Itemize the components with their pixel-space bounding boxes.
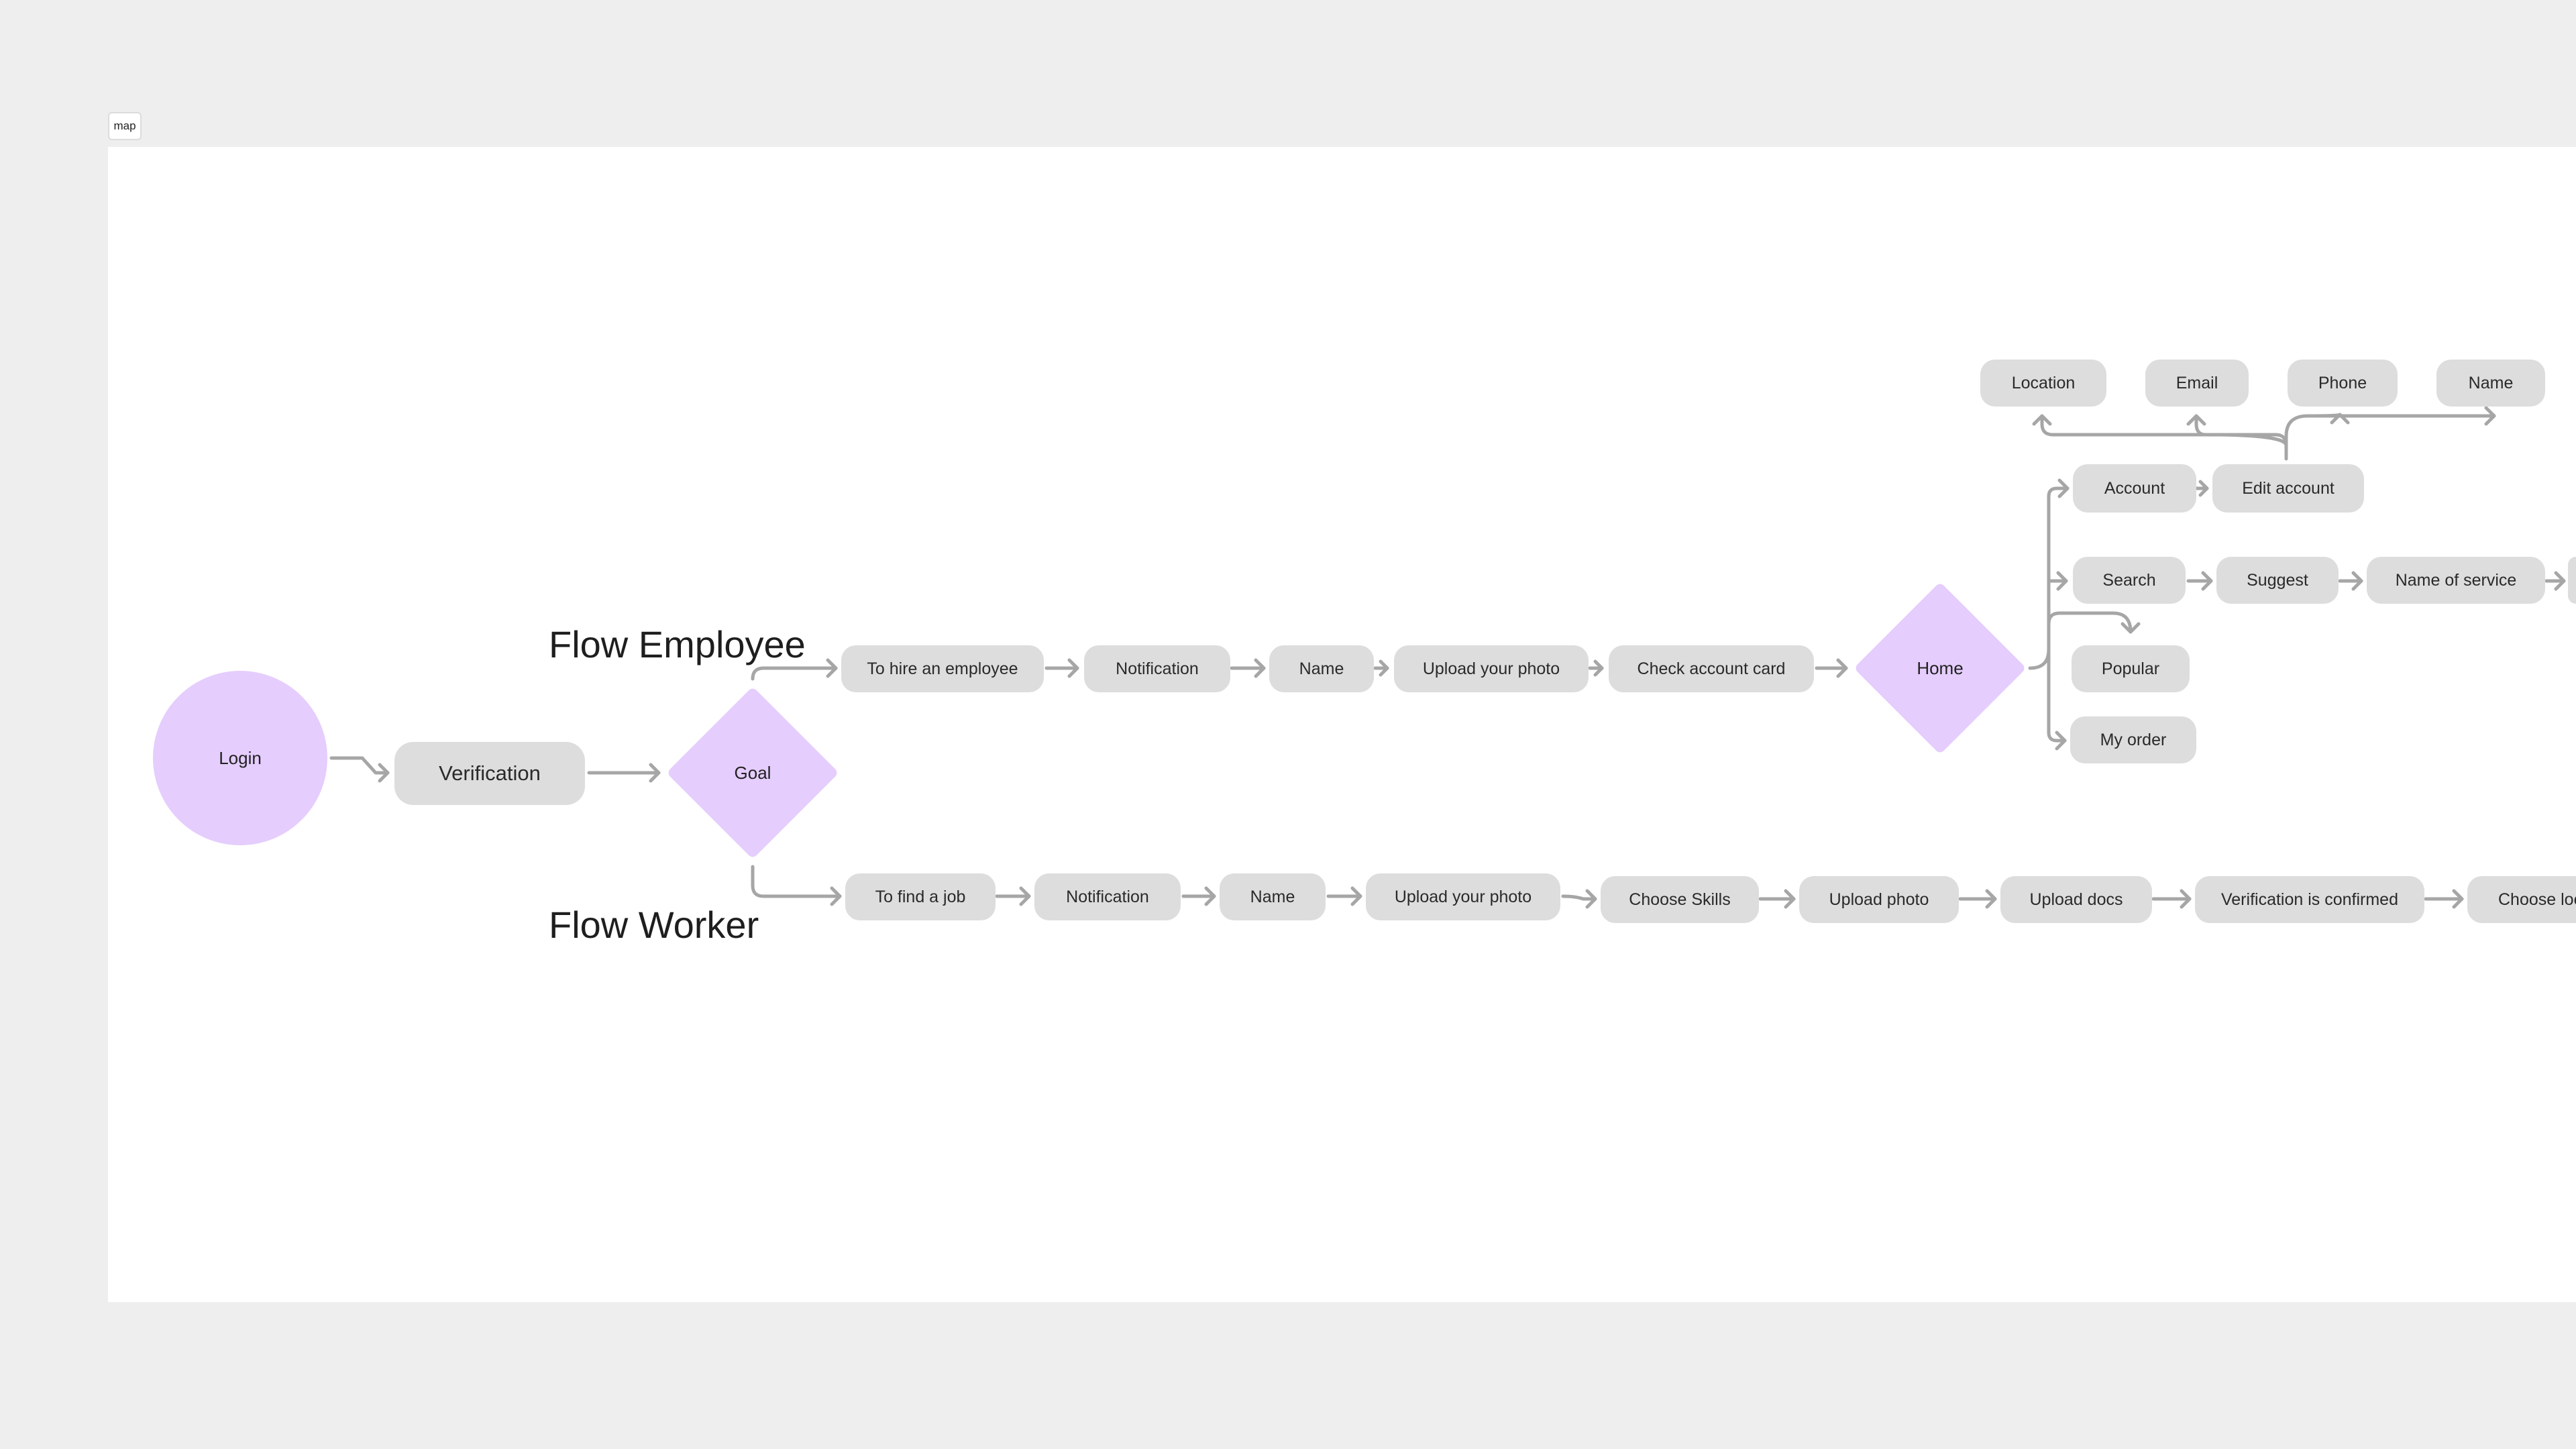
frame-label[interactable]: map: [108, 112, 142, 140]
name-field-node[interactable]: Name: [2436, 360, 2545, 407]
name-of-service-node[interactable]: Name of service: [2367, 557, 2545, 604]
search-node[interactable]: Search: [2073, 557, 2186, 604]
employee-notification-node[interactable]: Notification: [1084, 645, 1230, 692]
edit-account-node[interactable]: Edit account: [2212, 464, 2364, 513]
choose-skills-node[interactable]: Choose Skills: [1601, 876, 1759, 923]
employee-name-node[interactable]: Name: [1269, 645, 1374, 692]
home-node[interactable]: Home: [1853, 581, 2027, 755]
suggest-node[interactable]: Suggest: [2216, 557, 2339, 604]
my-order-node[interactable]: My order: [2070, 716, 2196, 763]
goal-node[interactable]: Goal: [665, 686, 840, 860]
worker-upload-photo-node[interactable]: Upload your photo: [1366, 873, 1560, 920]
popular-node[interactable]: Popular: [2072, 645, 2190, 692]
email-field-node[interactable]: Email: [2145, 360, 2249, 407]
location-field-node[interactable]: Location: [1980, 360, 2106, 407]
arrowheads: [378, 406, 2566, 909]
employee-upload-photo-node[interactable]: Upload your photo: [1394, 645, 1589, 692]
home-label: Home: [1917, 657, 1964, 678]
flow-worker-title: Flow Worker: [549, 904, 759, 946]
goal-label: Goal: [734, 762, 771, 783]
worker-notification-node[interactable]: Notification: [1034, 873, 1181, 920]
choose-location-node[interactable]: Choose location: [2467, 876, 2576, 923]
connector-login-verification: [329, 756, 390, 775]
upload-photo-node[interactable]: Upload photo: [1799, 876, 1959, 923]
check-account-card-node[interactable]: Check account card: [1609, 645, 1814, 692]
phone-field-node[interactable]: Phone: [2288, 360, 2398, 407]
hire-employee-node[interactable]: To hire an employee: [841, 645, 1044, 692]
worker-name-node[interactable]: Name: [1220, 873, 1326, 920]
upload-docs-node[interactable]: Upload docs: [2000, 876, 2152, 923]
connector-edit-fields: [2040, 413, 2496, 461]
connector-goal-employee: [751, 666, 838, 681]
login-node[interactable]: Login: [153, 671, 327, 845]
flow-employee-title: Flow Employee: [549, 623, 806, 665]
verification-node[interactable]: Verification: [394, 742, 585, 805]
connector-upload-skills: [1561, 894, 1597, 901]
verification-confirmed-node[interactable]: Verification is confirmed: [2195, 876, 2424, 923]
find-job-node[interactable]: To find a job: [845, 873, 996, 920]
next-node-cut[interactable]: [2568, 557, 2576, 604]
connector-home-branches: [2028, 486, 2133, 743]
connector-goal-worker: [751, 865, 842, 898]
account-node[interactable]: Account: [2073, 464, 2196, 513]
